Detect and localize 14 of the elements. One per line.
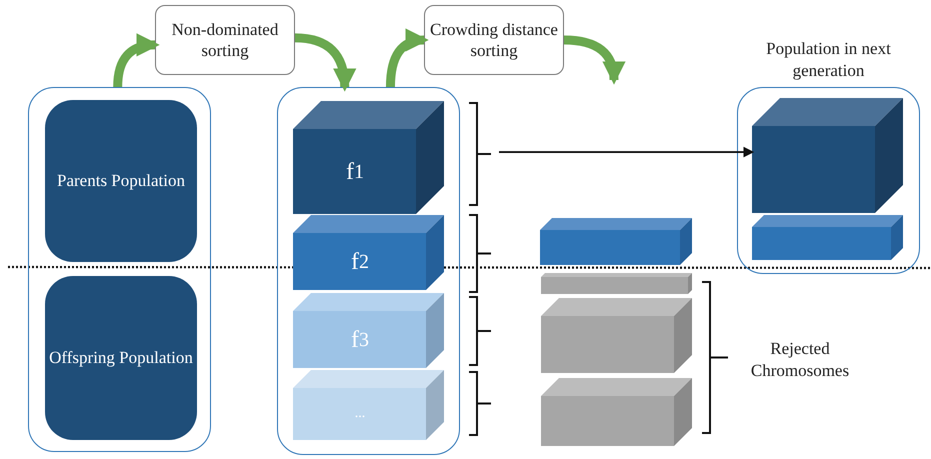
process-box: Crowding distance sorting xyxy=(424,5,564,75)
bracket-label: Rejected Chromosomes xyxy=(750,338,850,382)
group-frame xyxy=(277,87,460,455)
arrow xyxy=(499,146,754,158)
population-box xyxy=(45,100,197,262)
curved-arrow xyxy=(386,29,429,88)
box-label: Parents Population xyxy=(57,170,185,192)
box-label: Offspring Population xyxy=(49,346,193,369)
population-box xyxy=(45,276,197,440)
group-title: Population in next generation xyxy=(765,38,892,82)
process-box: Non-dominated sorting xyxy=(155,5,295,75)
curved-arrow xyxy=(294,33,356,92)
curved-arrow xyxy=(564,36,625,85)
group-frame xyxy=(28,87,211,452)
